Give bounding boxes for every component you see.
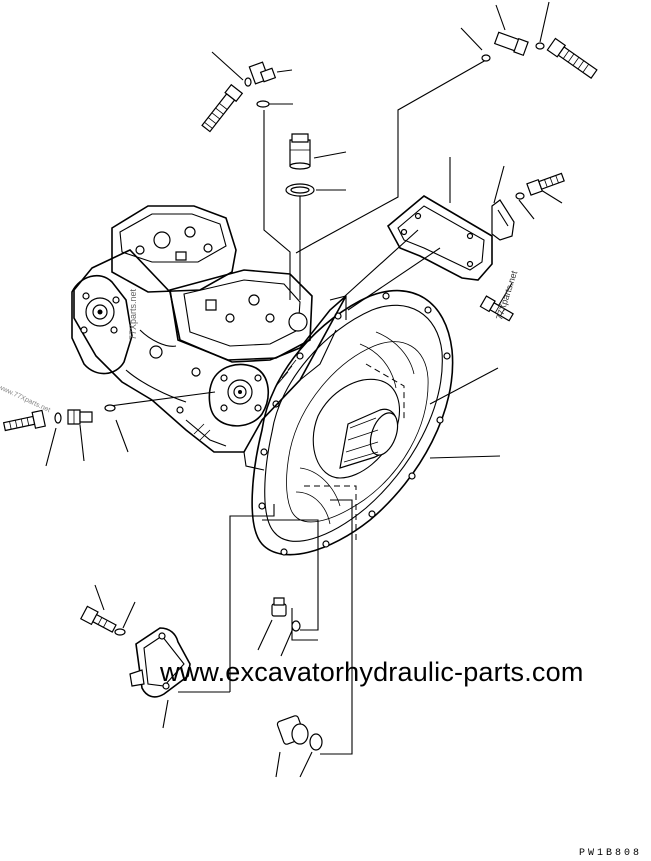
bottom-bolt	[81, 606, 118, 634]
top-left-elbow-fitting	[245, 62, 275, 86]
bracket-clip	[492, 200, 514, 240]
left-union-fitting	[68, 410, 92, 424]
drawing-code: PW1B808	[579, 848, 643, 859]
bottom-plug-large	[277, 715, 308, 745]
left-o-ring-a	[55, 413, 61, 423]
parts-site-watermark-left: 77Xparts.net	[128, 288, 138, 340]
left-side-bolt	[3, 410, 45, 434]
pump-body	[72, 206, 346, 470]
top-left-bolt	[200, 85, 242, 133]
pump-mounting-flange	[252, 291, 453, 555]
top-right-bolt	[547, 38, 598, 79]
large-o-ring	[286, 184, 314, 196]
washer-right	[516, 193, 524, 199]
body-hatching	[194, 360, 296, 440]
bottom-plug-small	[272, 598, 286, 616]
small-o-ring	[257, 101, 269, 107]
top-right-elbow-fitting	[482, 32, 528, 61]
bottom-washer	[115, 629, 125, 635]
bottom-o-ring-large	[310, 734, 322, 750]
splined-shaft	[340, 409, 403, 468]
right-bolt-upper	[527, 172, 565, 196]
left-o-ring-b	[105, 405, 115, 411]
leader-lines	[46, 2, 562, 777]
bottom-o-ring-small	[292, 621, 300, 631]
right-bolt-lower	[480, 296, 514, 322]
bottom-cover-plate	[130, 628, 190, 697]
site-watermark: www.excavatorhydraulic-parts.com	[160, 657, 584, 687]
top-right-o-ring	[536, 43, 544, 49]
plug-fitting	[290, 134, 310, 169]
mounting-plate	[388, 196, 492, 280]
